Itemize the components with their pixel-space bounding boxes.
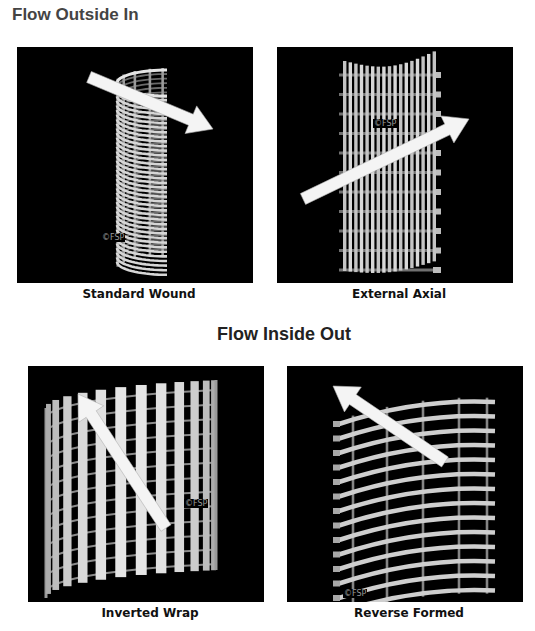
axial-bar xyxy=(349,62,352,271)
bar-end xyxy=(333,421,340,427)
wire-front xyxy=(117,262,167,275)
axial-bar xyxy=(433,51,436,261)
wrap-bar xyxy=(52,400,59,590)
bar-end xyxy=(333,508,340,514)
rod-end xyxy=(433,267,441,273)
wrap-bar xyxy=(46,404,51,594)
panel-caption: External Axial xyxy=(277,287,521,301)
label-wrap: Flow Inside Out xyxy=(217,324,351,345)
label-wrap: ©FSP xyxy=(343,582,367,600)
formed-bar xyxy=(339,590,495,602)
wrap-bar xyxy=(174,382,184,572)
panel-ground xyxy=(28,366,264,602)
bar-end xyxy=(333,566,340,572)
axial-bar xyxy=(410,61,413,268)
flow-arrow xyxy=(87,71,213,133)
support-rod xyxy=(339,269,435,272)
watermark: ©FSP xyxy=(343,589,367,598)
flow-arrow xyxy=(78,394,171,531)
support-rod xyxy=(339,210,435,213)
bar-end xyxy=(333,595,340,601)
flow-arrow xyxy=(333,386,448,467)
illustration-group xyxy=(45,380,218,598)
screen-illustration xyxy=(28,366,264,602)
axial-bar xyxy=(427,54,430,263)
support-rod xyxy=(339,74,435,77)
watermark: ©FSP xyxy=(184,499,208,508)
axial-bar xyxy=(399,64,402,270)
wrap-bar xyxy=(190,381,198,571)
support-rod xyxy=(339,132,435,135)
bar-end xyxy=(333,523,340,529)
watermark: ©FSP xyxy=(101,233,125,242)
screen-panel: Standard Wound xyxy=(17,47,261,301)
axial-bar xyxy=(405,63,408,270)
bar-end xyxy=(333,479,340,485)
panel-ground xyxy=(287,366,523,602)
panel-ground xyxy=(17,47,253,283)
bar-end xyxy=(333,537,340,543)
screen-panel: Reverse Formed xyxy=(287,366,531,620)
wrap-bar xyxy=(203,381,210,571)
panel-caption: Reverse Formed xyxy=(287,606,531,620)
screen-illustration xyxy=(277,47,513,283)
axial-bar xyxy=(393,65,396,271)
bar-end xyxy=(333,581,340,587)
bar-end xyxy=(333,436,340,442)
screen-illustration xyxy=(17,47,253,283)
support-rod xyxy=(339,93,435,96)
support-rod xyxy=(339,191,435,194)
wrap-bar xyxy=(215,380,218,570)
watermark: ©FSP xyxy=(373,119,397,128)
bar-end xyxy=(333,450,340,456)
wrap-bar xyxy=(115,387,126,577)
axial-bar xyxy=(421,56,424,264)
label-wrap: ©FSP xyxy=(101,226,125,244)
support-rod xyxy=(339,113,435,116)
wrap-bar xyxy=(63,396,71,586)
label-wrap: ©FSP xyxy=(184,492,208,510)
label-wrap: ©FSP xyxy=(373,112,397,130)
screen-panel: Inverted Wrap xyxy=(28,366,272,620)
section-heading: Flow Inside Out xyxy=(217,324,351,345)
bar-end xyxy=(333,494,340,500)
screen-illustration xyxy=(287,366,523,602)
title-wrap: Flow Outside In xyxy=(12,5,139,25)
support-rod xyxy=(458,398,461,594)
axial-bar xyxy=(343,61,346,271)
support-rod xyxy=(422,401,425,597)
support-rod xyxy=(339,230,435,233)
support-rod xyxy=(486,398,489,594)
axial-bar xyxy=(416,59,419,267)
bar-end xyxy=(333,465,340,471)
illustration-group xyxy=(87,68,213,275)
panel-caption: Standard Wound xyxy=(17,287,261,301)
axial-bar xyxy=(382,67,385,273)
flow-arrow xyxy=(300,116,469,204)
axial-bar xyxy=(388,66,391,272)
illustration-group xyxy=(300,51,469,273)
section-title: Flow Outside In xyxy=(12,5,139,25)
illustration-group xyxy=(333,386,495,602)
support-rod xyxy=(339,249,435,252)
bar-end xyxy=(333,552,340,558)
screen-panel: External Axial xyxy=(277,47,521,301)
panel-caption: Inverted Wrap xyxy=(28,606,272,620)
wrap-bar xyxy=(156,383,166,573)
panel-ground xyxy=(277,47,513,283)
